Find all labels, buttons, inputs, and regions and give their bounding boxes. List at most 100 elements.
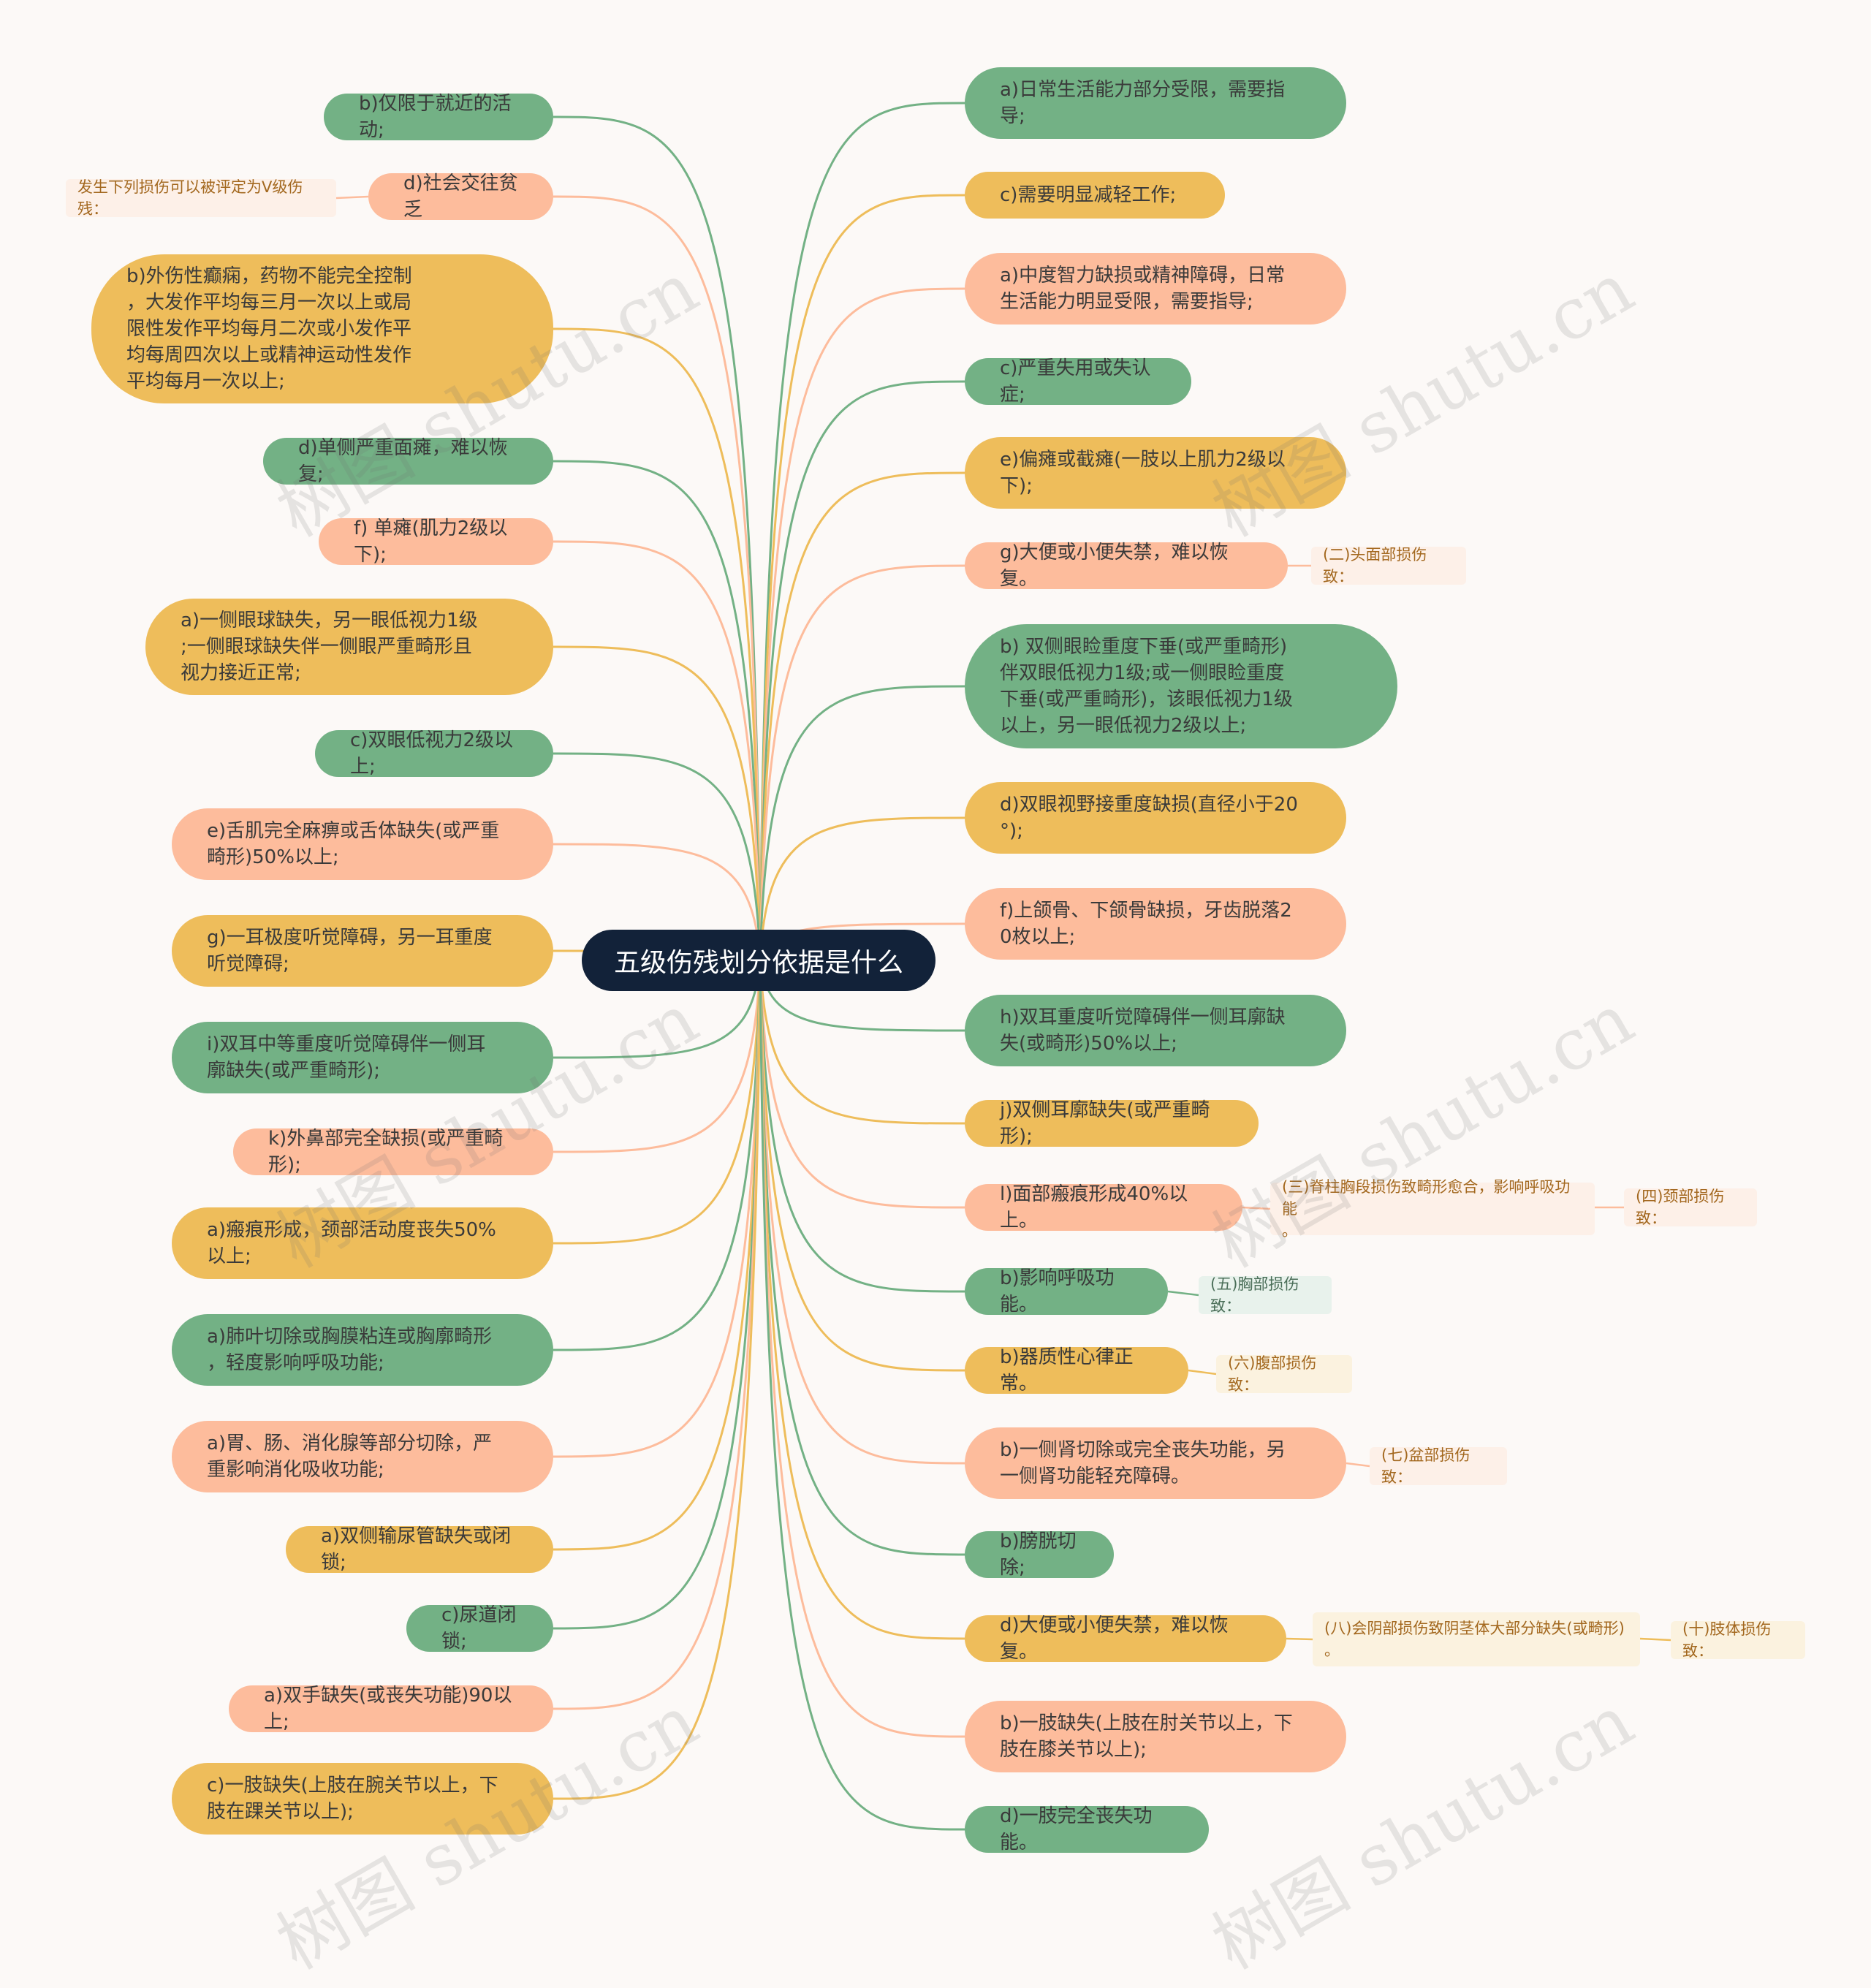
left-node[interactable]: f) 单瘫(肌力2级以下);: [319, 517, 553, 566]
right-node[interactable]: b)一肢缺失(上肢在肘关节以上，下 肢在膝关节以上);: [965, 1701, 1346, 1772]
edge-right: [759, 960, 965, 1293]
right-node[interactable]: l)面部瘢痕形成40%以上。: [965, 1183, 1242, 1232]
right-node[interactable]: b)膀胱切除;: [965, 1530, 1114, 1579]
edge-left: [553, 960, 762, 1351]
edge-left: [553, 195, 762, 961]
left-node[interactable]: a)一侧眼球缺失，另一眼低视力1级 ;一侧眼球缺失伴一侧眼严重畸形且 视力接近正…: [145, 599, 553, 695]
right-tag-label: (四)颈部损伤致：: [1636, 1188, 1725, 1227]
left-node[interactable]: d)社会交往贫乏: [368, 172, 553, 221]
left-node-label: b)外伤性癫痫，药物不能完全控制 ，大发作平均每三月一次以上或局 限性发作平均每…: [126, 265, 412, 392]
edge-right: [759, 960, 965, 1831]
left-node-label: g)一耳极度听觉障碍，另一耳重度 听觉障碍;: [207, 927, 493, 975]
left-node-label: c)双眼低视力2级以上;: [350, 729, 513, 778]
left-node-label: e)舌肌完全麻痹或舌体缺失(或严重 畸形)50%以上;: [207, 820, 500, 868]
right-tag[interactable]: (四)颈部损伤致：: [1624, 1188, 1757, 1227]
edge-left: [553, 960, 762, 1153]
right-tag-label: (二)头面部损伤致：: [1323, 546, 1427, 585]
right-node-label: b)一肢缺失(上肢在肘关节以上，下 肢在膝关节以上);: [1000, 1712, 1293, 1761]
left-node[interactable]: b)仅限于就近的活动;: [324, 93, 553, 141]
left-node-label: a)胃、肠、消化腺等部分切除，严 重影响消化吸收功能;: [207, 1433, 493, 1481]
tag-connector: [335, 195, 369, 200]
right-node-label: d)大便或小便失禁，难以恢复。: [1000, 1615, 1229, 1663]
left-node[interactable]: c)尿道闭锁;: [406, 1604, 553, 1653]
left-node[interactable]: a)胃、肠、消化腺等部分切除，严 重影响消化吸收功能;: [172, 1421, 553, 1492]
left-node[interactable]: c)一肢缺失(上肢在腕关节以上，下 肢在踝关节以上);: [172, 1763, 553, 1835]
right-tag[interactable]: (六)腹部损伤致：: [1216, 1354, 1352, 1394]
right-node[interactable]: j)双侧耳廓缺失(或严重畸形);: [965, 1099, 1259, 1147]
left-node-label: f) 单瘫(肌力2级以下);: [354, 517, 508, 566]
left-node[interactable]: k)外鼻部完全缺损(或严重畸形);: [233, 1128, 553, 1176]
tag-connector: [1188, 1369, 1217, 1376]
left-node[interactable]: c)双眼低视力2级以上;: [315, 729, 553, 778]
left-node-label: i)双耳中等重度听觉障碍伴一侧耳 廓缺失(或严重畸形);: [207, 1033, 486, 1082]
right-node[interactable]: b)影响呼吸功能。: [965, 1267, 1168, 1316]
left-node[interactable]: a)瘢痕形成，颈部活动度丧失50% 以上;: [172, 1207, 553, 1279]
right-node[interactable]: c)严重失用或失认症;: [965, 357, 1191, 406]
right-tag[interactable]: (三)脊柱胸段损伤致畸形愈合，影响呼吸功能 。: [1270, 1178, 1595, 1240]
left-node[interactable]: i)双耳中等重度听觉障碍伴一侧耳 廓缺失(或严重畸形);: [172, 1022, 553, 1093]
right-node-label: b)器质性心律正常。: [1000, 1346, 1134, 1395]
edges-layer: [335, 102, 1671, 1831]
right-node[interactable]: b)一侧肾切除或完全丧失功能，另 一侧肾功能轻充障碍。: [965, 1427, 1346, 1499]
edge-left: [553, 960, 762, 1800]
tag-connector: [1346, 1462, 1370, 1468]
right-node-label: e)偏瘫或截瘫(一肢以上肌力2级以 下);: [1000, 449, 1286, 497]
left-node[interactable]: e)舌肌完全麻痹或舌体缺失(或严重 畸形)50%以上;: [172, 808, 553, 880]
right-node[interactable]: a)日常生活能力部分受限，需要指 导;: [965, 67, 1346, 139]
right-tag-label: (三)脊柱胸段损伤致畸形愈合，影响呼吸功能 。: [1282, 1178, 1571, 1240]
right-node-label: a)中度智力缺损或精神障碍，日常 生活能力明显受限，需要指导;: [1000, 265, 1286, 313]
left-node[interactable]: b)外伤性癫痫，药物不能完全控制 ，大发作平均每三月一次以上或局 限性发作平均每…: [91, 254, 553, 403]
edge-left: [553, 960, 762, 1630]
edge-right: [759, 194, 965, 961]
right-node[interactable]: b) 双侧眼睑重度下垂(或严重畸形) 伴双眼低视力1级;或一侧眼睑重度 下垂(或…: [965, 624, 1397, 748]
root-node[interactable]: 五级伤残划分依据是什么: [582, 930, 936, 991]
right-node[interactable]: f)上颌骨、下颌骨缺损，牙齿脱落2 0枚以上;: [965, 888, 1346, 960]
right-node[interactable]: b)器质性心律正常。: [965, 1346, 1188, 1395]
right-node[interactable]: d)一肢完全丧失功能。: [965, 1805, 1209, 1854]
edge-left: [553, 645, 762, 961]
right-node[interactable]: c)需要明显减轻工作;: [965, 172, 1225, 219]
right-node-label: c)严重失用或失认症;: [1000, 357, 1151, 406]
right-node[interactable]: h)双耳重度听觉障碍伴一侧耳廓缺 失(或畸形)50%以上;: [965, 995, 1346, 1066]
left-node-label: a)一侧眼球缺失，另一眼低视力1级 ;一侧眼球缺失伴一侧眼严重畸形且 视力接近正…: [181, 610, 478, 684]
edge-right: [759, 960, 965, 1556]
edge-right: [759, 471, 965, 961]
right-node[interactable]: d)双眼视野接重度缺损(直径小于20 °);: [965, 782, 1346, 854]
edge-right: [759, 380, 965, 961]
edge-right: [759, 960, 965, 1465]
left-node[interactable]: a)双侧输尿管缺失或闭锁;: [286, 1525, 553, 1574]
right-tag[interactable]: (八)会阴部损伤致阴茎体大部分缺失(或畸形) 。: [1313, 1612, 1640, 1666]
edge-left: [553, 960, 762, 1059]
tag-connector: [1167, 1290, 1199, 1297]
right-node[interactable]: d)大便或小便失禁，难以恢复。: [965, 1615, 1286, 1663]
left-node[interactable]: a)双手缺失(或丧失功能)90以上;: [229, 1685, 553, 1733]
edge-right: [759, 960, 965, 1125]
right-node-label: h)双耳重度听觉障碍伴一侧耳廓缺 失(或畸形)50%以上;: [1000, 1006, 1286, 1055]
tag-connector: [1639, 1637, 1671, 1642]
right-node-label: c)需要明显减轻工作;: [1000, 184, 1177, 206]
edge-left: [553, 752, 762, 961]
right-tag-label: (十)肢体损伤致：: [1682, 1620, 1772, 1660]
left-tag[interactable]: 发生下列损伤可以被评定为V级伤残：: [66, 178, 336, 218]
edge-right: [759, 287, 965, 961]
left-node-label: d)单侧严重面瘫，难以恢复;: [298, 437, 508, 485]
right-node[interactable]: a)中度智力缺损或精神障碍，日常 生活能力明显受限，需要指导;: [965, 253, 1346, 325]
right-tag[interactable]: (五)胸部损伤致：: [1199, 1275, 1332, 1315]
right-tag[interactable]: (七)盆部损伤致：: [1370, 1446, 1507, 1486]
right-node[interactable]: g)大便或小便失禁，难以恢复。: [965, 542, 1288, 590]
left-node[interactable]: g)一耳极度听觉障碍，另一耳重度 听觉障碍;: [172, 915, 553, 987]
right-tag-label: (八)会阴部损伤致阴茎体大部分缺失(或畸形) 。: [1324, 1620, 1625, 1659]
left-node-label: a)肺叶切除或胸膜粘连或胸廓畸形 ，轻度影响呼吸功能;: [207, 1326, 493, 1374]
right-tag[interactable]: (二)头面部损伤致：: [1311, 546, 1466, 585]
right-node-label: l)面部瘢痕形成40%以上。: [1000, 1183, 1188, 1232]
left-node-label: a)双手缺失(或丧失功能)90以上;: [264, 1685, 512, 1733]
right-node-label: b) 双侧眼睑重度下垂(或严重畸形) 伴双眼低视力1级;或一侧眼睑重度 下垂(或…: [1000, 636, 1293, 737]
edge-left: [553, 960, 762, 1458]
left-tag-label: 发生下列损伤可以被评定为V级伤残：: [77, 178, 303, 218]
right-node[interactable]: e)偏瘫或截瘫(一肢以上肌力2级以 下);: [965, 437, 1346, 509]
edge-right: [759, 960, 965, 1372]
tag-connector: [1242, 1206, 1271, 1210]
left-node[interactable]: d)单侧严重面瘫，难以恢复;: [263, 437, 553, 485]
left-node[interactable]: a)肺叶切除或胸膜粘连或胸廓畸形 ，轻度影响呼吸功能;: [172, 1314, 553, 1386]
right-tag[interactable]: (十)肢体损伤致：: [1671, 1620, 1805, 1660]
